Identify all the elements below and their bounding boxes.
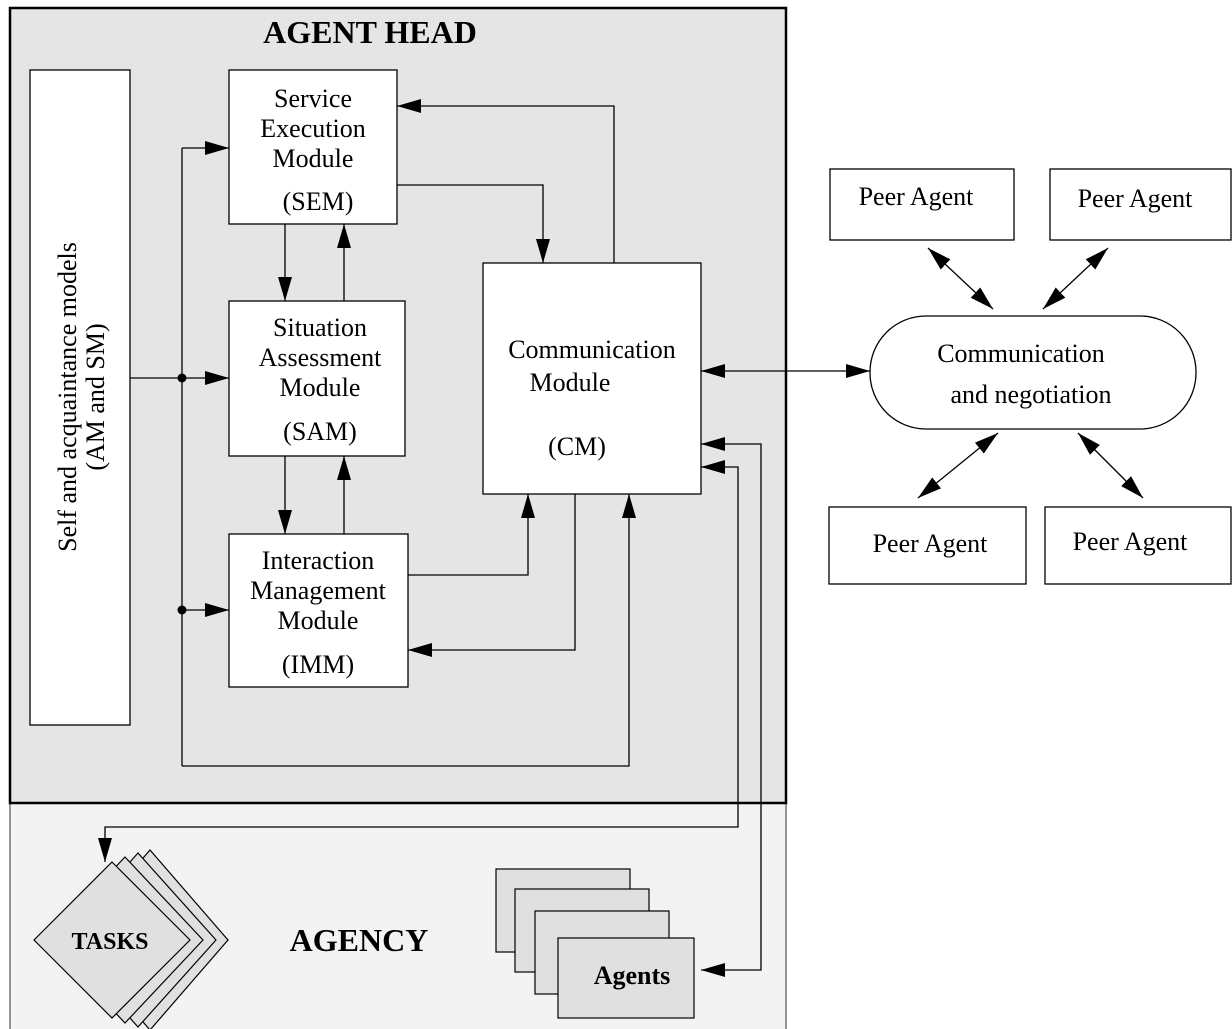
peer-agent-label: Peer Agent bbox=[1073, 527, 1189, 556]
models-label-line2: (AM and SM) bbox=[81, 323, 110, 470]
negotiation-line2: and negotiation bbox=[950, 380, 1111, 409]
sam-box bbox=[228, 300, 406, 457]
sam-line3: Module bbox=[280, 373, 361, 402]
imm-line3: Module bbox=[278, 606, 359, 635]
tasks-label: TASKS bbox=[72, 929, 149, 955]
cm-line1: Communication bbox=[508, 335, 676, 364]
sem-line1: Service bbox=[274, 84, 352, 113]
negotiation-line1: Communication bbox=[937, 339, 1105, 368]
peer-agent-label: Peer Agent bbox=[859, 182, 975, 211]
peer-agent-box bbox=[828, 506, 1027, 585]
agents-label: Agents bbox=[594, 961, 671, 990]
sem-box bbox=[228, 69, 398, 225]
peer-agent-box bbox=[1044, 506, 1232, 585]
negotiation-node bbox=[869, 315, 1197, 430]
peer-agent-label: Peer Agent bbox=[1078, 184, 1194, 213]
sam-line2: Assessment bbox=[259, 343, 383, 372]
tasks-stack: TASKS bbox=[33, 849, 229, 1029]
peer-agent-box bbox=[1049, 168, 1232, 241]
imm-line2: Management bbox=[250, 576, 387, 605]
agents-stack: Agents bbox=[495, 868, 695, 1019]
models-label: Self and acquaintance models (AM and SM) bbox=[53, 242, 110, 552]
agency-label: AGENCY bbox=[290, 922, 429, 958]
peer-connectors bbox=[917, 247, 1144, 499]
sem-line4: (SEM) bbox=[283, 187, 354, 216]
cm-line2: Module bbox=[530, 368, 611, 397]
peer-agent-label: Peer Agent bbox=[873, 529, 989, 558]
cm-box bbox=[482, 262, 702, 495]
models-label-line1: Self and acquaintance models bbox=[53, 242, 82, 552]
imm-line1: Interaction bbox=[262, 546, 375, 575]
sem-line3: Module bbox=[273, 144, 354, 173]
imm-line4: (IMM) bbox=[282, 650, 354, 679]
sam-line4: (SAM) bbox=[283, 417, 357, 446]
peer-agent-box bbox=[829, 168, 1015, 241]
sam-line1: Situation bbox=[273, 313, 367, 342]
cm-line3: (CM) bbox=[548, 432, 606, 461]
connectors bbox=[98, 99, 870, 977]
sem-line2: Execution bbox=[260, 114, 365, 143]
agent-head-title: AGENT HEAD bbox=[263, 14, 477, 50]
